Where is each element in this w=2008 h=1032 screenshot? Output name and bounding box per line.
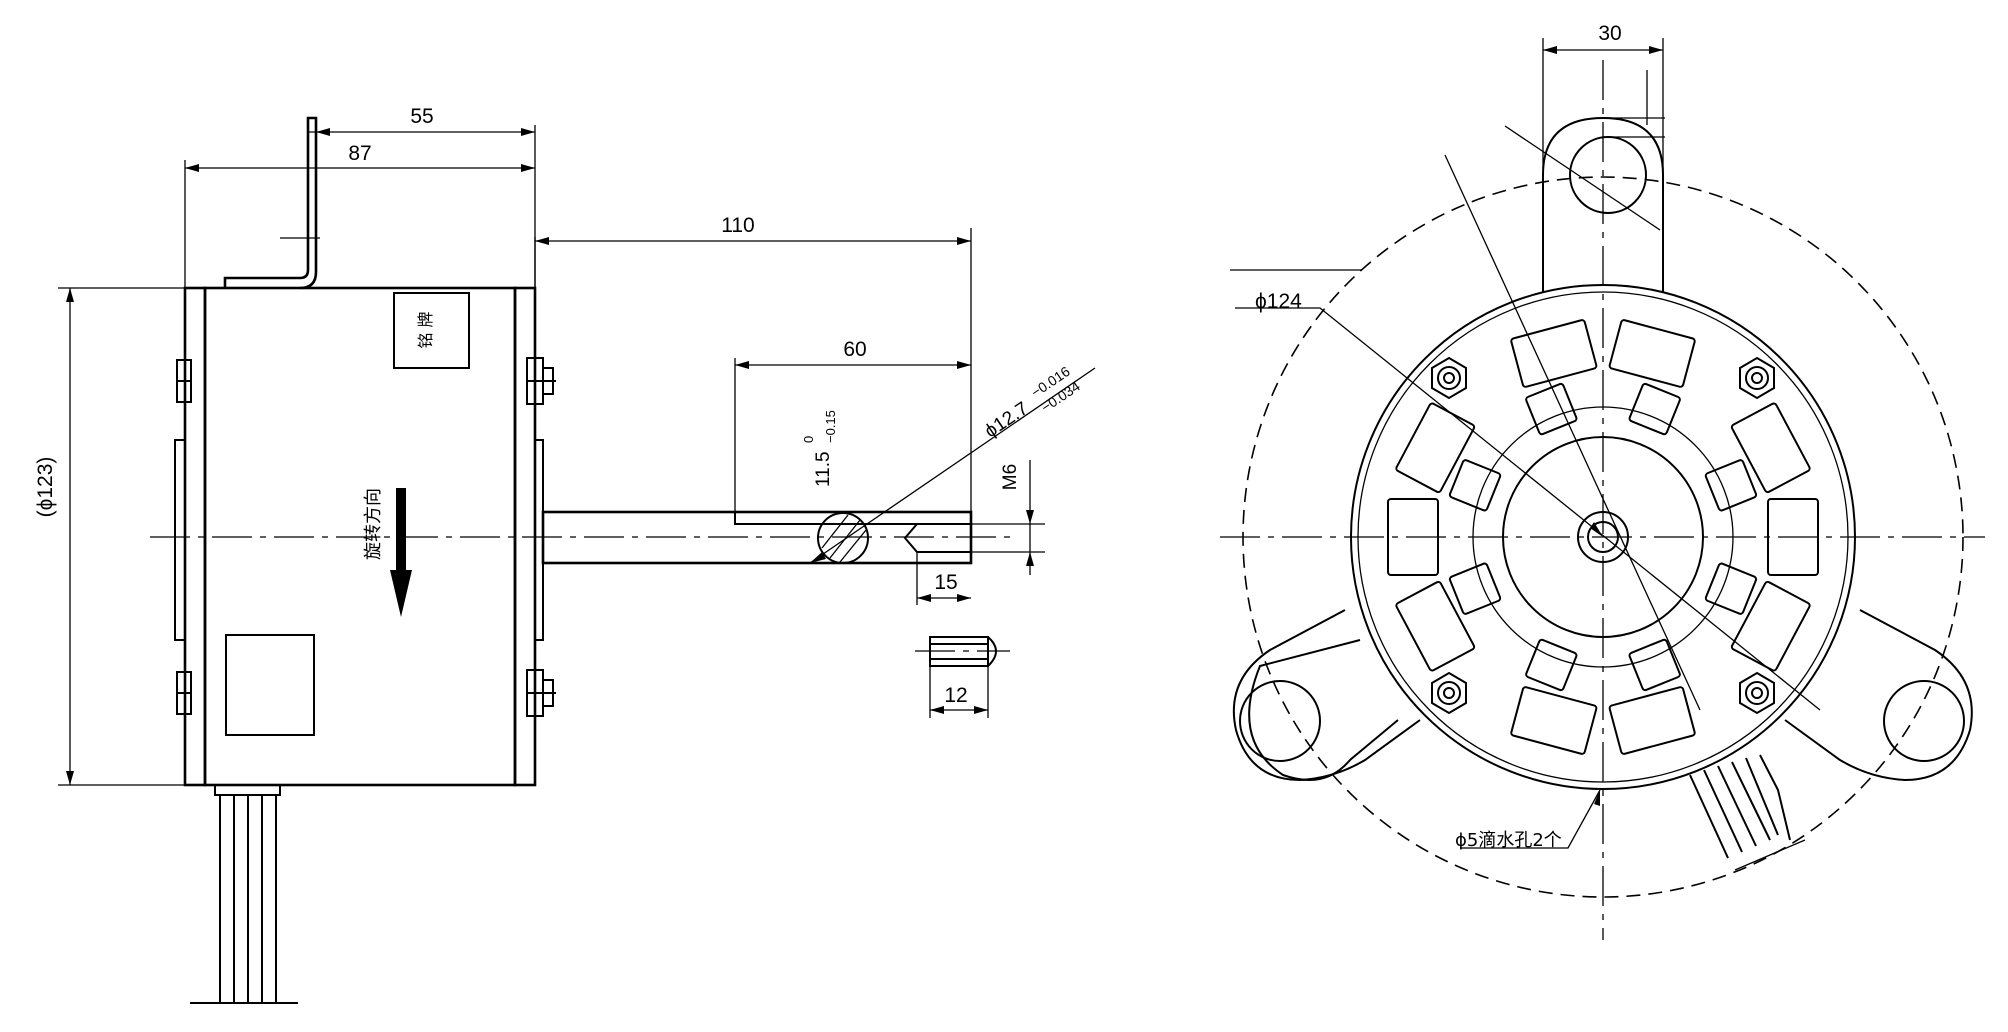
svg-text:ϕ12.7: ϕ12.7 bbox=[981, 398, 1032, 442]
shaft-section-hatch bbox=[821, 514, 867, 563]
front-view bbox=[1220, 60, 1985, 940]
top-lug bbox=[1542, 116, 1664, 292]
shaft-section bbox=[817, 512, 869, 564]
dim-30: 30 bbox=[1598, 22, 1621, 45]
lower-label-box bbox=[225, 634, 315, 736]
top-lug-hole bbox=[1569, 136, 1647, 214]
threaded-hole bbox=[903, 523, 971, 553]
nameplate-label: 铭 牌 bbox=[416, 311, 435, 348]
drain-hole-note: ϕ5滴水孔2个 bbox=[1455, 830, 1562, 851]
front-top-bolt bbox=[526, 357, 556, 405]
dim-12: 12 bbox=[944, 684, 967, 707]
rear-bottom-bolt bbox=[176, 671, 192, 715]
dim-pcd-124: ϕ124 bbox=[1255, 290, 1302, 313]
rotation-direction-label: 旋转方向 bbox=[363, 488, 384, 560]
dim-15: 15 bbox=[934, 571, 957, 594]
side-view: 铭 牌 旋转方向 bbox=[150, 116, 1010, 1004]
rear-top-bolt bbox=[176, 359, 192, 403]
shaft-diameter-callout: ϕ12.7 −0.016 −0.034 bbox=[981, 363, 1083, 442]
dim-55: 55 bbox=[410, 105, 433, 128]
rear-hub bbox=[174, 439, 186, 641]
svg-text:−0.15: −0.15 bbox=[823, 410, 838, 443]
dim-thread-m6: M6 bbox=[1000, 464, 1021, 490]
front-dimension-arrowheads bbox=[1543, 46, 1663, 806]
svg-text:11.5: 11.5 bbox=[813, 451, 834, 487]
dim-110: 110 bbox=[721, 214, 754, 237]
front-lead-wires bbox=[1689, 754, 1791, 859]
svg-text:0: 0 bbox=[801, 436, 816, 443]
right-ear-outline bbox=[1784, 609, 1973, 782]
side-view-dimensions bbox=[58, 118, 1096, 786]
mounting-bracket bbox=[223, 116, 318, 290]
rotation-direction-arrow bbox=[390, 488, 412, 617]
dim-60: 60 bbox=[843, 338, 866, 361]
front-bottom-bolt bbox=[526, 669, 556, 717]
dim-87: 87 bbox=[348, 142, 371, 165]
inner-vent-slots bbox=[1448, 382, 1758, 692]
front-view-dimensions bbox=[1230, 38, 1821, 871]
dimension-arrowheads bbox=[66, 128, 1034, 785]
nameplate-box bbox=[393, 292, 470, 369]
right-ear-hole bbox=[1883, 680, 1965, 762]
shaft-flat-line bbox=[734, 512, 971, 525]
front-nuts bbox=[1431, 356, 1775, 715]
left-ear-outline bbox=[1232, 609, 1421, 782]
lead-wires bbox=[190, 784, 298, 1004]
left-ear-hole bbox=[1239, 680, 1321, 762]
left-mounting-ear bbox=[1248, 639, 1399, 781]
flat-dimension-callout: 11.5 0 −0.15 bbox=[801, 410, 838, 487]
dim-body-diameter: (ϕ123) bbox=[34, 457, 57, 518]
